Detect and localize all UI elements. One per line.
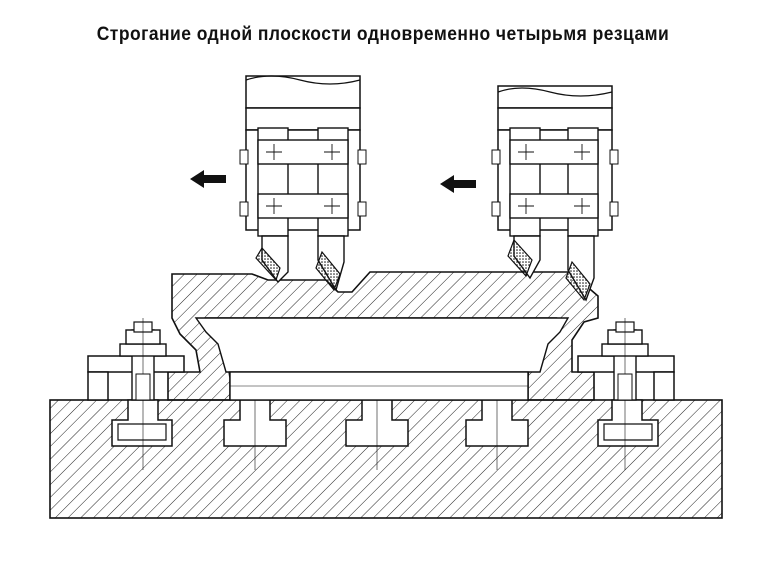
left-clamp: [87, 318, 185, 470]
right-clamp: [577, 318, 675, 470]
diagram-title: Строгание одной плоскости одновременно ч…: [96, 24, 670, 45]
left-arrow-icon: [440, 175, 476, 193]
left-arrow-icon: [190, 170, 226, 188]
machine-table: [49, 366, 723, 519]
right-tool-head: [491, 85, 619, 302]
left-tool-head: [239, 75, 367, 292]
workpiece: [167, 271, 599, 401]
